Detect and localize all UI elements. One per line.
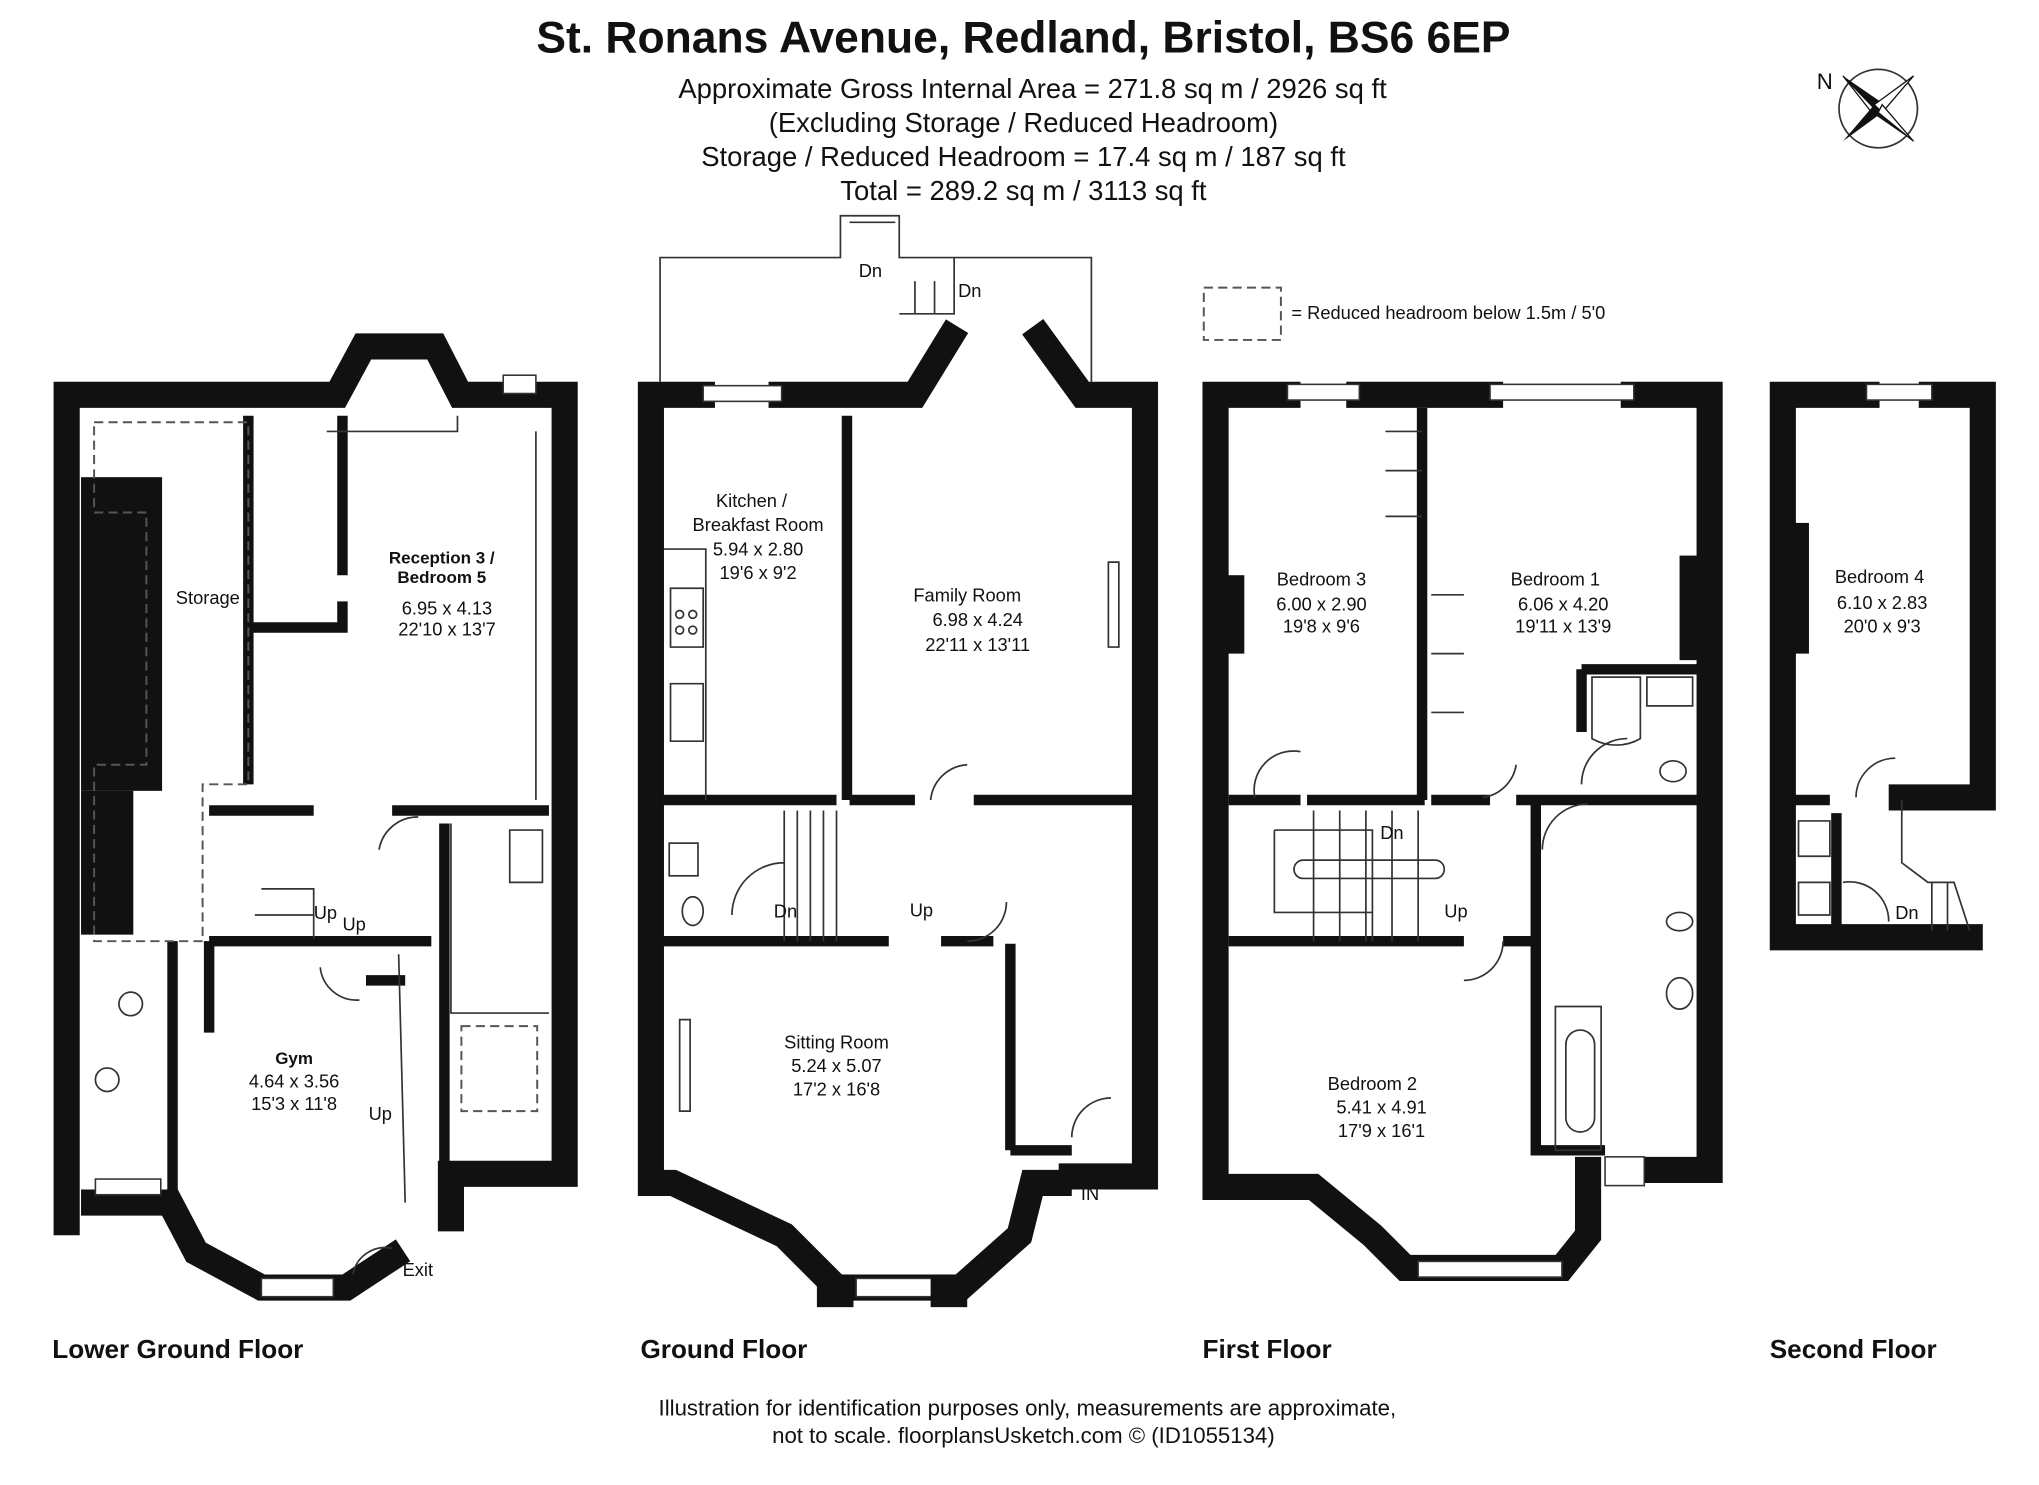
gym-imperial: 15'3 x 11'8 (251, 1093, 337, 1114)
reduced-headroom-legend-swatch (1202, 286, 1282, 341)
kitchen-name-line1: Kitchen / (716, 490, 788, 511)
gym-name: Gym (275, 1049, 313, 1068)
bedroom-2-metric: 5.41 x 4.91 (1336, 1097, 1426, 1118)
bedroom-2-imperial: 17'9 x 16'1 (1338, 1120, 1425, 1141)
area-line-4: Total = 289.2 sq m / 3113 sq ft (840, 175, 1207, 206)
sitting-room-name: Sitting Room (784, 1031, 889, 1052)
bedroom-4-imperial: 20'0 x 9'3 (1844, 616, 1921, 637)
bedroom-3-name: Bedroom 3 (1277, 569, 1366, 590)
stairs-up-label: Up (314, 902, 337, 923)
stairs-down-label: Dn (1380, 822, 1403, 843)
area-line-2: (Excluding Storage / Reduced Headroom) (769, 107, 1278, 138)
stairs-down-label: Dn (1895, 902, 1918, 923)
entrance-label: IN (1081, 1183, 1099, 1204)
sitting-room-metric: 5.24 x 5.07 (791, 1055, 881, 1076)
page-title: St. Ronans Avenue, Redland, Bristol, BS6… (536, 13, 1510, 62)
family-room-name: Family Room (913, 584, 1021, 605)
ground-floor-plan: Kitchen / Breakfast Room 5.94 x 2.80 19'… (637, 214, 1159, 1308)
stairs-up-label: Up (342, 914, 365, 935)
reception-3-name-line1: Reception 3 / (389, 548, 495, 567)
bedroom-3-metric: 6.00 x 2.90 (1276, 593, 1366, 614)
stairs-up-label: Up (369, 1103, 392, 1124)
kitchen-metric: 5.94 x 2.80 (713, 539, 803, 560)
bedroom-1-name: Bedroom 1 (1511, 569, 1600, 590)
family-room-imperial: 22'11 x 13'11 (925, 634, 1030, 655)
stairs-up-label: Up (910, 899, 933, 920)
gym-metric: 4.64 x 3.56 (249, 1071, 339, 1092)
area-line-1: Approximate Gross Internal Area = 271.8 … (678, 73, 1387, 104)
second-floor-label: Second Floor (1770, 1334, 1937, 1364)
reception-3-metric: 6.95 x 4.13 (402, 597, 492, 618)
lower-ground-floor-plan: Storage Reception 3 / Bedroom 5 6.95 x 4… (53, 333, 578, 1301)
lower-ground-floor-label: Lower Ground Floor (52, 1334, 303, 1364)
second-floor-plan: Bedroom 4 6.10 x 2.83 20'0 x 9'3 Dn (1769, 381, 1996, 951)
bedroom-1-imperial: 19'11 x 13'9 (1515, 616, 1611, 637)
stairs-down-label: Dn (774, 901, 797, 922)
bedroom-2-name: Bedroom 2 (1328, 1073, 1417, 1094)
family-room-metric: 6.98 x 4.24 (932, 609, 1022, 630)
compass-north-label: N (1817, 69, 1833, 94)
stairs-up-label: Up (1444, 901, 1467, 922)
kitchen-imperial: 19'6 x 9'2 (720, 562, 797, 583)
stairs-down-label: Dn (859, 260, 882, 281)
reception-3-name-line2: Bedroom 5 (397, 568, 486, 587)
storage-label: Storage (176, 587, 240, 608)
first-floor-label: First Floor (1202, 1334, 1331, 1364)
bedroom-3-imperial: 19'8 x 9'6 (1283, 616, 1360, 637)
stairs-down-label: Dn (958, 280, 981, 301)
bedroom-4-metric: 6.10 x 2.83 (1837, 592, 1927, 613)
legend-text: = Reduced headroom below 1.5m / 5'0 (1291, 302, 1605, 323)
compass-rose-icon: N (1817, 68, 1919, 149)
disclaimer-line-2: not to scale. floorplansUsketch.com © (I… (772, 1423, 1275, 1448)
exit-label: Exit (403, 1259, 433, 1280)
ground-floor-label: Ground Floor (640, 1334, 807, 1364)
sitting-room-imperial: 17'2 x 16'8 (793, 1078, 880, 1099)
disclaimer-line-1: Illustration for identification purposes… (659, 1396, 1397, 1421)
first-floor-plan: Bedroom 3 6.00 x 2.90 19'8 x 9'6 Bedroom… (1202, 381, 1723, 1282)
kitchen-name-line2: Breakfast Room (693, 514, 824, 535)
reception-3-imperial: 22'10 x 13'7 (398, 618, 495, 639)
bedroom-1-metric: 6.06 x 4.20 (1518, 593, 1608, 614)
area-line-3: Storage / Reduced Headroom = 17.4 sq m /… (701, 141, 1346, 172)
bedroom-4-name: Bedroom 4 (1835, 566, 1924, 587)
